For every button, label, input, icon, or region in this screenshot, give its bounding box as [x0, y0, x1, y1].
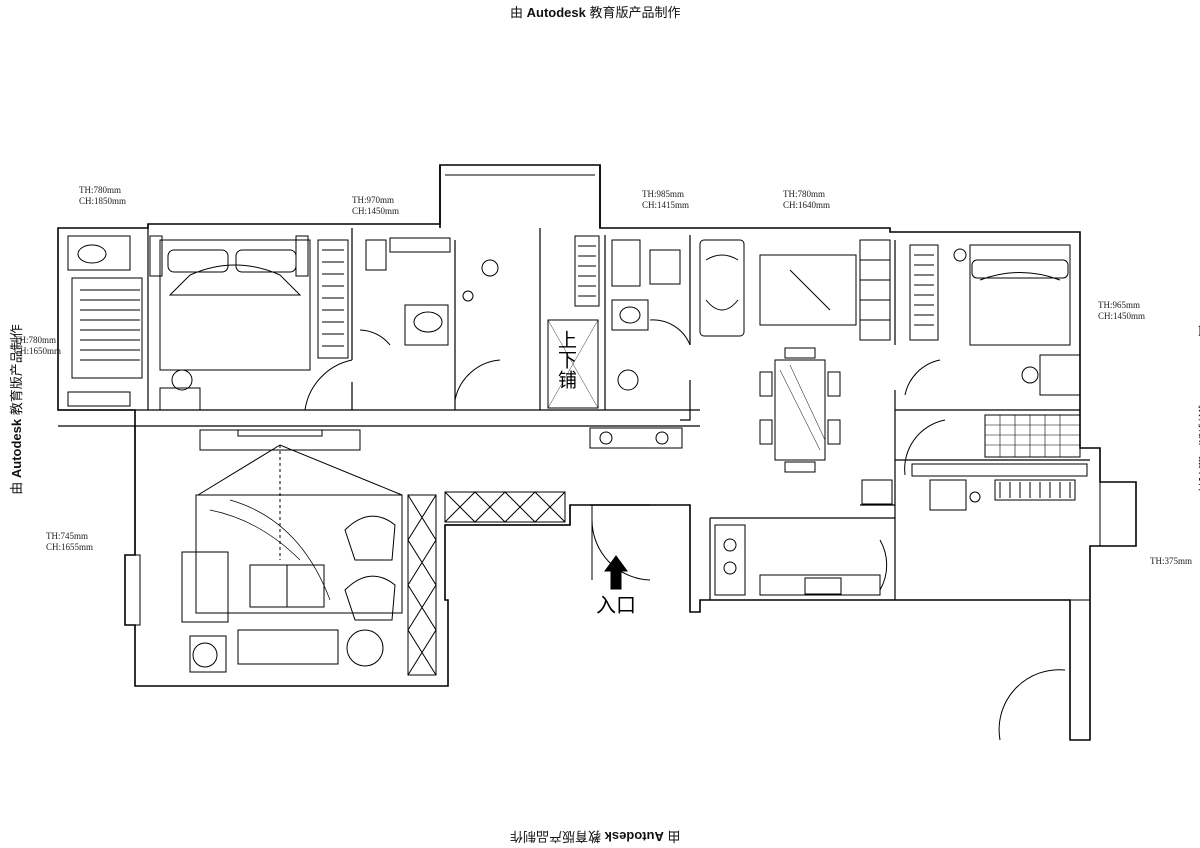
dim-ch: CH:1450mm — [1098, 311, 1146, 321]
dim-master-wall: TH:780mm CH:1650mm — [14, 335, 61, 357]
kitchen — [714, 479, 893, 596]
master-bath-fixtures — [67, 235, 143, 407]
dim-living: TH:745mm CH:1655mm — [46, 531, 93, 553]
dim-ch: CH:1640mm — [783, 200, 831, 210]
dim-th: TH:970mm — [352, 195, 394, 205]
entry-label: 入口 — [596, 593, 636, 617]
dim-bath-3: TH:985mm CH:1415mm — [642, 189, 689, 211]
bath-2-fixtures — [359, 237, 499, 346]
watermark-brand: Autodesk — [526, 5, 586, 20]
entry-door-swing — [591, 505, 651, 581]
bunk-bed-label: 上下铺 — [555, 330, 577, 390]
master-bed — [149, 235, 353, 411]
dim-ch: CH:1850mm — [79, 196, 127, 206]
dim-dining: TH:780mm CH:1640mm — [783, 189, 830, 211]
dim-ch: CH:1655mm — [46, 542, 94, 552]
dim-th: TH:780mm — [783, 189, 825, 199]
dining-area — [589, 239, 891, 473]
dim-bedroom-east: TH:965mm CH:1450mm — [1098, 300, 1145, 322]
interior-walls — [58, 224, 1090, 600]
dim-ch: CH:1415mm — [642, 200, 690, 210]
living-room — [181, 429, 566, 676]
dim-master-bath: TH:780mm CH:1850mm — [79, 185, 126, 207]
dim-th: TH:985mm — [642, 189, 684, 199]
dim-th: TH:965mm — [1098, 300, 1140, 310]
dim-ch: CH:1450mm — [352, 206, 400, 216]
outer-walls — [57, 164, 1137, 741]
dim-ch: CH:1650mm — [14, 346, 62, 356]
bath-3-fixtures — [611, 239, 691, 391]
entry-arrow — [604, 555, 628, 590]
dim-balcony: TH:375mm — [1150, 556, 1192, 567]
dim-th: TH:780mm — [79, 185, 121, 195]
east-bedroom — [904, 244, 1081, 396]
balcony-edges — [124, 481, 1137, 626]
watermark-top: 由 Autodesk 教育版产品制作 — [510, 2, 681, 21]
watermark-prefix: 由 — [510, 5, 524, 20]
study-room — [904, 414, 1088, 741]
watermark-suffix: 教育版产品制作 — [589, 5, 681, 20]
dim-th: TH:780mm — [14, 335, 56, 345]
bunk-room — [454, 235, 600, 409]
dim-bath-2: TH:970mm CH:1450mm — [352, 195, 399, 217]
dim-th: TH:375mm — [1150, 556, 1192, 566]
dim-th: TH:745mm — [46, 531, 88, 541]
